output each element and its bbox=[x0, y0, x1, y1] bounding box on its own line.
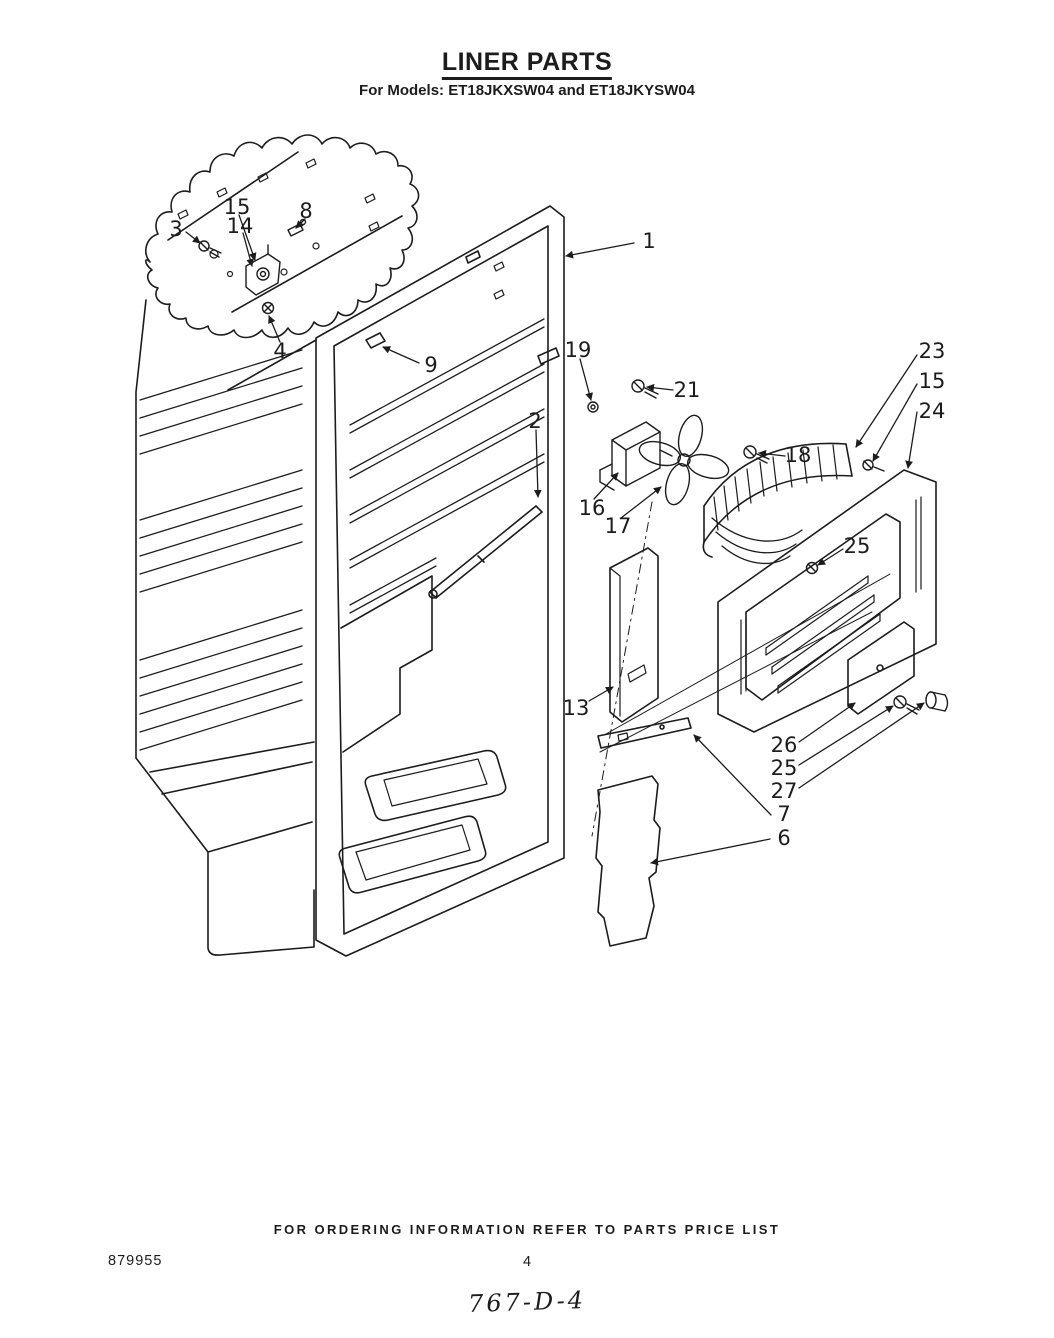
liner-side-latch bbox=[537, 347, 560, 365]
document-number: 879955 bbox=[108, 1253, 163, 1269]
callout-13: 13 bbox=[562, 696, 590, 720]
liner-clip-part-9 bbox=[365, 332, 386, 349]
models-subtitle: For Models: ET18JKXSW04 and ET18JKYSW04 bbox=[359, 82, 695, 99]
callout-24: 24 bbox=[918, 399, 946, 423]
grille-louvers bbox=[713, 444, 838, 531]
callout-15-top: 15 bbox=[223, 195, 251, 219]
page-number: 4 bbox=[522, 1254, 532, 1270]
callout-26: 26 bbox=[770, 733, 798, 757]
cabinet-foam-outline bbox=[144, 134, 420, 339]
callout-3: 3 bbox=[169, 217, 183, 241]
grommet-part-19 bbox=[587, 401, 599, 413]
callout-1: 1 bbox=[642, 229, 656, 253]
panel-slots bbox=[740, 496, 922, 695]
plug-part-27 bbox=[925, 691, 949, 712]
ordering-note: FOR ORDERING INFORMATION REFER TO PARTS … bbox=[273, 1222, 781, 1237]
rear-panel-part-24 bbox=[717, 469, 937, 733]
hinge-part-14-15 bbox=[245, 244, 281, 296]
rear-panel-group bbox=[717, 469, 949, 733]
screw-part-15-right bbox=[862, 459, 885, 472]
leader-lines bbox=[185, 214, 925, 866]
cover-panel-part-25 bbox=[745, 513, 901, 701]
fan-motor-part-16 bbox=[599, 421, 673, 491]
callout-4: 4 bbox=[273, 339, 287, 363]
callout-21: 21 bbox=[673, 378, 701, 402]
liner-box bbox=[315, 205, 565, 957]
trim-part-6 bbox=[595, 775, 661, 947]
cabinet-shell bbox=[135, 134, 505, 956]
grommet-part-4 bbox=[261, 301, 275, 315]
callout-6: 6 bbox=[777, 826, 791, 850]
liner-outer-frame bbox=[315, 205, 565, 957]
screw-part-3 bbox=[198, 240, 222, 258]
screw-part-25-lower bbox=[893, 695, 920, 715]
callout-25-upper: 25 bbox=[843, 534, 871, 558]
callout-19: 19 bbox=[564, 338, 592, 362]
trim-part-7 bbox=[597, 717, 692, 749]
shelf-rail-part-2 bbox=[428, 505, 543, 599]
access-plate-part-26 bbox=[847, 621, 915, 715]
crisper-pan-upper bbox=[364, 749, 507, 822]
callout-15-right: 15 bbox=[918, 369, 946, 393]
callout-2: 2 bbox=[528, 409, 542, 433]
screw-part-25-upper bbox=[805, 561, 819, 575]
callout-17: 17 bbox=[604, 514, 632, 538]
crisper-pan-lower bbox=[338, 815, 487, 894]
plate-code: 767-D-4 bbox=[467, 1285, 587, 1319]
callout-25-lower: 25 bbox=[770, 756, 798, 780]
callout-18: 18 bbox=[784, 443, 812, 467]
callout-9: 9 bbox=[424, 353, 438, 377]
fan-scroll-housing bbox=[711, 517, 803, 565]
liner-divider-step bbox=[340, 575, 433, 753]
screw-part-21 bbox=[631, 379, 659, 399]
callout-16: 16 bbox=[578, 496, 606, 520]
alignment-lines bbox=[591, 501, 891, 837]
callout-8: 8 bbox=[299, 199, 313, 223]
cabinet-panel-lines bbox=[139, 349, 303, 751]
liner-inner-frame bbox=[333, 225, 549, 935]
liner-shelf-channels bbox=[349, 318, 545, 614]
page-title: LINER PARTS bbox=[441, 48, 613, 80]
fan-blade-part-17 bbox=[638, 414, 730, 506]
callout-14: 14 bbox=[226, 214, 254, 238]
trim-part-13 bbox=[609, 547, 659, 723]
trim-strips bbox=[595, 547, 692, 947]
top-hinge-parts bbox=[198, 218, 307, 315]
callout-23: 23 bbox=[918, 339, 946, 363]
callout-27: 27 bbox=[770, 779, 798, 803]
callout-7: 7 bbox=[777, 802, 791, 826]
